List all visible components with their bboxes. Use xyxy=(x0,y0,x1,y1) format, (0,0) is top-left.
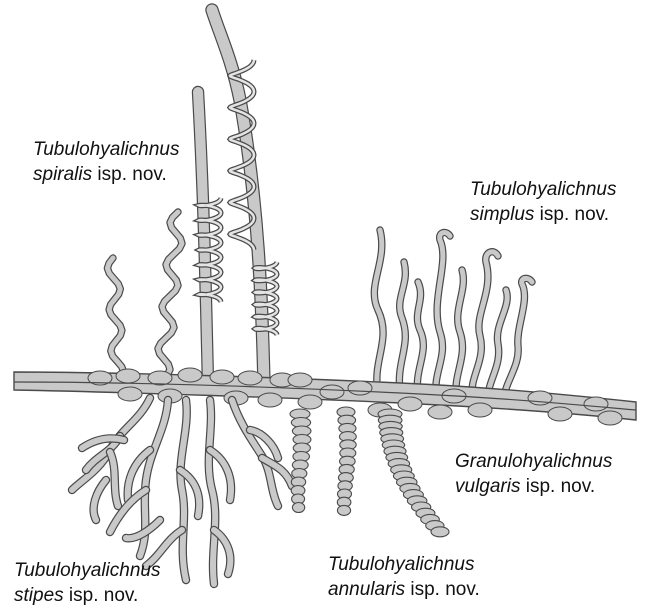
species-simplus: simplus xyxy=(470,204,534,225)
suffix-spiralis: isp. nov. xyxy=(92,164,167,185)
granule xyxy=(118,387,142,401)
annulus xyxy=(431,527,449,537)
granule xyxy=(116,369,140,383)
species-annularis: annularis xyxy=(328,579,405,600)
stipes-branch xyxy=(209,400,215,584)
granule xyxy=(398,397,422,411)
stipes-branch xyxy=(110,452,118,506)
spiral-stems-group xyxy=(198,10,277,384)
granule xyxy=(428,405,452,419)
suffix-annularis: isp. nov. xyxy=(405,579,480,600)
simplus-tube xyxy=(488,290,507,398)
genus-vulgaris: Granulohyalichnus xyxy=(455,451,612,472)
simplus-tube xyxy=(436,233,450,394)
wavy-tube xyxy=(158,212,182,380)
annularis-tubes-group xyxy=(290,407,449,537)
granule xyxy=(320,385,344,399)
granule xyxy=(238,371,262,385)
stipes-branch xyxy=(232,400,278,506)
label-stipes: Tubulohyalichnus stipes isp. nov. xyxy=(14,558,160,608)
granule xyxy=(258,393,282,407)
thin-tubes-group xyxy=(107,212,532,398)
species-spiralis: spiralis xyxy=(33,164,92,185)
granule xyxy=(348,381,372,395)
granule xyxy=(584,397,608,411)
straight-stem xyxy=(198,92,208,384)
annularis-tube xyxy=(337,407,356,515)
simplus-tube xyxy=(417,282,423,394)
granule xyxy=(298,395,322,409)
granule xyxy=(178,368,202,382)
genus-simplus: Tubulohyalichnus xyxy=(470,179,616,200)
stipes-branches-group xyxy=(72,398,292,584)
label-annularis: Tubulohyalichnus annularis isp. nov. xyxy=(328,552,480,602)
granule xyxy=(598,411,622,425)
genus-annularis: Tubulohyalichnus xyxy=(328,554,474,575)
wavy-tube xyxy=(107,258,123,382)
species-stipes: stipes xyxy=(14,585,64,606)
label-vulgaris: Granulohyalichnus vulgaris isp. nov. xyxy=(455,449,612,499)
annularis-tube xyxy=(290,409,311,513)
annulus xyxy=(292,503,304,513)
simplus-tube xyxy=(456,270,464,396)
annularis-tube xyxy=(378,409,449,537)
host-bar-group xyxy=(14,368,636,425)
granule xyxy=(468,403,492,417)
genus-stipes: Tubulohyalichnus xyxy=(14,560,160,581)
suffix-simplus: isp. nov. xyxy=(534,204,609,225)
granule xyxy=(548,407,572,421)
granule xyxy=(288,373,312,387)
annulus xyxy=(337,505,350,515)
simplus-tube xyxy=(374,230,383,392)
species-vulgaris: vulgaris xyxy=(455,476,520,497)
granule xyxy=(148,371,172,385)
label-spiralis: Tubulohyalichnus spiralis isp. nov. xyxy=(33,137,179,187)
granule xyxy=(210,370,234,384)
simplus-tube xyxy=(399,262,405,392)
stipes-branch xyxy=(180,400,186,580)
suffix-vulgaris: isp. nov. xyxy=(520,476,595,497)
label-simplus: Tubulohyalichnus simplus isp. nov. xyxy=(470,177,616,227)
stipes-branch xyxy=(94,480,106,520)
suffix-stipes: isp. nov. xyxy=(64,585,139,606)
genus-spiralis: Tubulohyalichnus xyxy=(33,139,179,160)
